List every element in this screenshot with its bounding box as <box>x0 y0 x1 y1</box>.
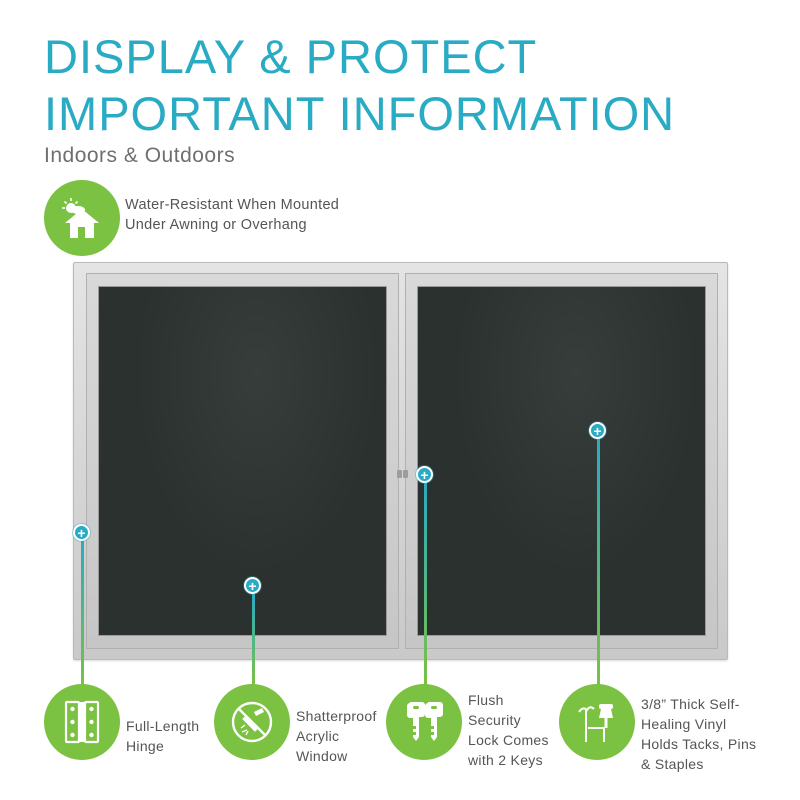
feature-hinge-text: Full-Length Hinge <box>126 716 199 756</box>
shatterproof-icon <box>231 701 273 743</box>
feature-lock-badge <box>386 684 462 760</box>
lock-left <box>397 470 402 478</box>
feature-lock-text: Flush Security Lock Comes with 2 Keys <box>468 690 549 770</box>
feature-hinge-badge <box>44 684 120 760</box>
feature-lock-line-2: Security <box>468 712 521 728</box>
enclosed-bulletin-cabinet <box>73 262 728 660</box>
feature-vinyl-line-4: & Staples <box>641 756 704 772</box>
headline-line-1: DISPLAY & PROTECT <box>44 30 538 83</box>
feature-vinyl-badge <box>559 684 635 760</box>
feature-lock-line-1: Flush <box>468 692 504 708</box>
hotspot-lock[interactable]: + <box>416 466 433 483</box>
feature-hinge-line-2: Hinge <box>126 738 165 754</box>
hotspot-window[interactable]: + <box>244 577 261 594</box>
feature-lock-line-4: with 2 Keys <box>468 752 543 768</box>
right-vinyl-panel <box>417 286 706 636</box>
top-feature-text: Water-Resistant When Mounted Under Awnin… <box>125 195 339 235</box>
hotspot-vinyl[interactable]: + <box>589 422 606 439</box>
connector-hinge <box>81 540 84 686</box>
feature-window: Shatterproof Acrylic Window <box>214 684 384 774</box>
top-feature-line-1: Water-Resistant When Mounted <box>125 197 340 213</box>
feature-vinyl-line-2: Healing Vinyl <box>641 716 727 732</box>
feature-lock: Flush Security Lock Comes with 2 Keys <box>386 684 566 774</box>
connector-window <box>252 594 255 686</box>
right-door <box>403 273 718 649</box>
top-feature: Water-Resistant When Mounted Under Awnin… <box>44 180 464 260</box>
feature-window-line-2: Acrylic <box>296 728 340 744</box>
lock-right <box>403 470 408 478</box>
feature-hinge: Full-Length Hinge <box>44 684 214 774</box>
hotspot-hinge[interactable]: + <box>73 524 90 541</box>
feature-vinyl-line-1: 3/8” Thick Self- <box>641 696 740 712</box>
feature-vinyl-line-3: Holds Tacks, Pins <box>641 736 757 752</box>
feature-window-badge <box>214 684 290 760</box>
top-feature-line-2: Under Awning or Overhang <box>125 217 307 233</box>
top-feature-badge <box>44 180 120 256</box>
headline: DISPLAY & PROTECT IMPORTANT INFORMATION <box>44 28 675 142</box>
subheading: Indoors & Outdoors <box>44 144 236 167</box>
headline-line-2: IMPORTANT INFORMATION <box>44 87 676 140</box>
feature-lock-line-3: Lock Comes <box>468 732 549 748</box>
connector-lock <box>424 482 427 686</box>
pushpin-icon <box>578 704 613 742</box>
connector-vinyl <box>597 439 600 686</box>
keys-icon <box>407 702 443 741</box>
house-weather-icon <box>62 198 99 238</box>
feature-window-text: Shatterproof Acrylic Window <box>296 706 377 766</box>
left-door <box>86 273 402 649</box>
feature-hinge-line-1: Full-Length <box>126 718 200 734</box>
feature-window-line-3: Window <box>296 748 348 764</box>
left-vinyl-panel <box>98 286 387 636</box>
feature-window-line-1: Shatterproof <box>296 708 377 724</box>
hinge-icon <box>64 700 100 744</box>
feature-vinyl-text: 3/8” Thick Self- Healing Vinyl Holds Tac… <box>641 694 756 774</box>
feature-vinyl: 3/8” Thick Self- Healing Vinyl Holds Tac… <box>559 684 759 774</box>
